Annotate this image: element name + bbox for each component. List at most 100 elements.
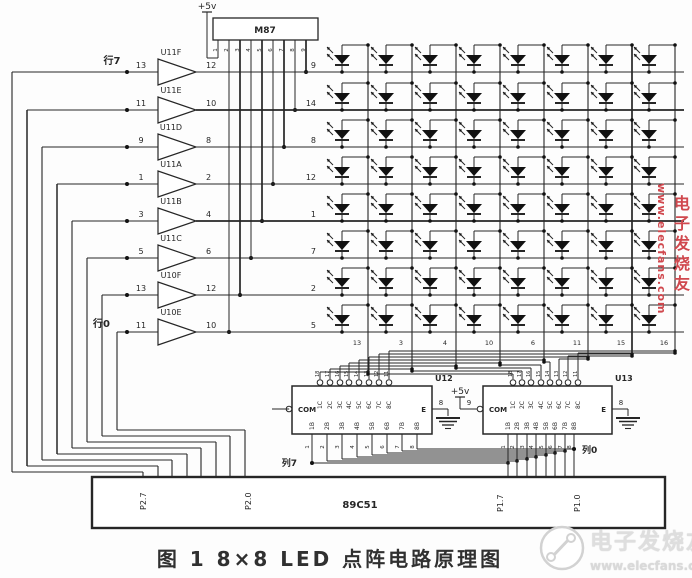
svg-text:5B: 5B (543, 422, 550, 430)
svg-text:7: 7 (279, 48, 285, 52)
svg-text:9: 9 (311, 61, 316, 70)
svg-text:U11F: U11F (161, 48, 182, 57)
svg-text:7: 7 (395, 445, 401, 449)
svg-text:P1.7: P1.7 (496, 494, 505, 512)
svg-text:8: 8 (619, 399, 623, 407)
svg-text:4B: 4B (533, 422, 540, 430)
row-port-labels: 行7 行0 (92, 54, 120, 330)
svg-text:P2.0: P2.0 (244, 492, 253, 510)
svg-text:2C: 2C (519, 401, 526, 409)
svg-text:5B: 5B (369, 422, 376, 430)
svg-text:14: 14 (354, 371, 360, 377)
svg-text:12: 12 (206, 61, 216, 70)
svg-text:5C: 5C (547, 401, 554, 409)
svg-text:P1.0: P1.0 (573, 494, 582, 512)
svg-text:3B: 3B (339, 422, 346, 430)
buffer-U11B: 3 U11B 4 1 (71, 197, 684, 477)
svg-text:6: 6 (380, 445, 386, 449)
svg-text:4C: 4C (346, 401, 353, 409)
svg-text:6B: 6B (384, 422, 391, 430)
svg-text:U10F: U10F (161, 271, 182, 280)
svg-text:12: 12 (206, 284, 216, 293)
svg-text:3C: 3C (528, 401, 535, 409)
svg-text:11: 11 (136, 321, 146, 330)
svg-text:13: 13 (353, 339, 361, 347)
svg-text:1B: 1B (505, 422, 512, 430)
svg-text:E: E (601, 406, 606, 414)
svg-text:12: 12 (306, 173, 316, 182)
mcu-89c51: 89C51 P2.7 P2.0 P1.7 P1.0 (90, 475, 667, 530)
svg-text:U11C: U11C (160, 234, 182, 243)
svg-text:8C: 8C (575, 401, 582, 409)
svg-text:P2.7: P2.7 (139, 492, 148, 510)
svg-text:1: 1 (213, 48, 219, 52)
svg-text:COM: COM (298, 406, 316, 414)
svg-text:U13: U13 (615, 374, 633, 383)
svg-text:2: 2 (311, 284, 316, 293)
svg-text:7: 7 (311, 247, 316, 256)
svg-text:9: 9 (467, 399, 471, 407)
svg-text:2B: 2B (514, 422, 521, 430)
svg-text:8: 8 (439, 399, 443, 407)
svg-text:10: 10 (206, 321, 216, 330)
svg-text:6C: 6C (556, 401, 563, 409)
svg-text:U11E: U11E (160, 86, 181, 95)
svg-text:U11B: U11B (160, 197, 182, 206)
svg-text:11: 11 (573, 371, 579, 377)
svg-text:18: 18 (508, 371, 514, 377)
svg-text:6: 6 (268, 48, 274, 52)
svg-text:14: 14 (545, 371, 551, 377)
svg-text:8: 8 (311, 136, 316, 145)
svg-text:15: 15 (536, 371, 542, 377)
svg-text:1C: 1C (510, 401, 517, 409)
svg-text:3: 3 (138, 210, 143, 219)
svg-text:11: 11 (136, 99, 146, 108)
svg-text:E: E (421, 406, 426, 414)
svg-text:9: 9 (301, 48, 307, 52)
watermark-site-vertical: www.elecfans.com (655, 183, 668, 315)
svg-text:17: 17 (325, 371, 331, 377)
svg-text:4B: 4B (354, 422, 361, 430)
svg-text:8: 8 (206, 136, 211, 145)
buffer-U11A: 1 U11A 2 12 (56, 160, 684, 477)
svg-text:89C51: 89C51 (342, 500, 377, 511)
svg-text:6: 6 (548, 445, 554, 449)
svg-text:10: 10 (206, 99, 216, 108)
driver-U13: U13181C1B172C2B163C3B154C4B145C5B136C6B1… (366, 351, 677, 435)
svg-text:5: 5 (539, 445, 545, 449)
svg-text:U10E: U10E (160, 308, 181, 317)
svg-text:5C: 5C (356, 401, 363, 409)
svg-text:行0: 行0 (92, 317, 110, 330)
driver-U12: U12181C1B172C2B163C3B154C4B145C5B136C6B1… (272, 349, 677, 435)
svg-text:4: 4 (350, 445, 356, 449)
svg-text:U11A: U11A (160, 160, 182, 169)
svg-text:M87: M87 (254, 26, 275, 36)
buffer-U10E: 11 U10E 10 5 (116, 308, 684, 477)
svg-text:列0: 列0 (582, 444, 597, 456)
svg-text:8: 8 (290, 48, 296, 52)
svg-text:3: 3 (520, 445, 526, 449)
svg-text:3: 3 (335, 445, 341, 449)
svg-text:+5v: +5v (451, 387, 470, 397)
svg-text:5: 5 (138, 247, 143, 256)
svg-text:12: 12 (563, 371, 569, 377)
svg-text:列7: 列7 (282, 457, 297, 469)
svg-text:15: 15 (617, 339, 625, 347)
svg-text:1: 1 (311, 210, 316, 219)
svg-text:1C: 1C (317, 401, 324, 409)
watermark-brand: 电子发烧友 (590, 530, 692, 555)
svg-text:6: 6 (531, 339, 535, 347)
svg-text:10: 10 (485, 339, 493, 347)
svg-text:16: 16 (660, 339, 668, 347)
svg-text:4C: 4C (538, 401, 545, 409)
svg-text:行7: 行7 (103, 54, 121, 67)
svg-text:7: 7 (558, 445, 564, 449)
svg-text:7C: 7C (565, 401, 572, 409)
svg-text:5: 5 (311, 321, 316, 330)
svg-text:2B: 2B (324, 422, 331, 430)
